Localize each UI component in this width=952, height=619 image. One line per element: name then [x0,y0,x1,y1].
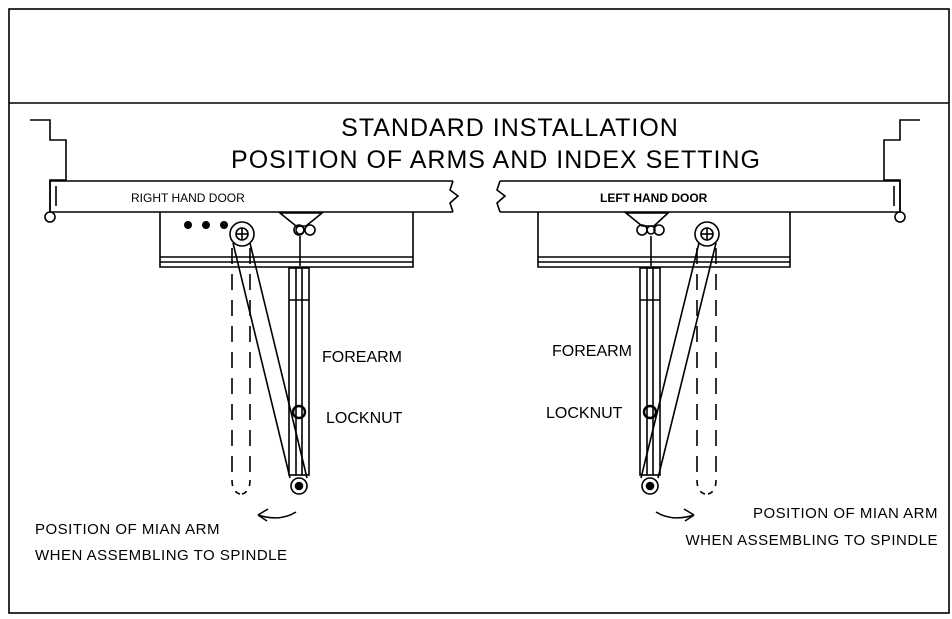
right-frame-outline [883,119,920,212]
right-hand-door-label: RIGHT HAND DOOR [131,191,245,205]
right-caption-line-1: POSITION OF MIAN ARM [35,521,220,538]
right-locknut-label: LOCKNUT [326,410,403,427]
right-main-arm [232,242,308,479]
left-locknut [642,404,658,420]
left-caption-line-1: POSITION OF MIAN ARM [753,505,938,522]
left-rotation-arrow [655,511,695,519]
right-spindle [229,221,255,247]
left-spindle [694,221,720,247]
left-forearm-bracket [623,212,671,227]
title-line-1: STANDARD INSTALLATION [341,114,679,142]
right-forearm-bracket [277,212,325,227]
left-frame-outline [30,119,67,212]
left-main-arm [640,242,717,479]
right-rotation-arrow [257,511,297,519]
title-line-2: POSITION OF ARMS AND INDEX SETTING [231,146,761,174]
right-locknut [291,404,307,420]
left-forearm-rod [639,267,661,476]
right-forearm-label: FOREARM [322,349,402,366]
right-forearm-rod [288,267,310,476]
right-caption-line-2: WHEN ASSEMBLING TO SPINDLE [35,547,288,564]
left-hand-door [496,180,906,522]
drawing-frame [8,8,950,614]
left-caption-line-2: WHEN ASSEMBLING TO SPINDLE [685,532,938,549]
left-assembly-position [696,248,717,480]
right-assembly-position [231,248,251,480]
left-locknut-label: LOCKNUT [546,405,623,422]
left-forearm-label: FOREARM [552,343,632,360]
left-hand-door-label: LEFT HAND DOOR [600,191,708,205]
right-hand-door [44,180,460,522]
